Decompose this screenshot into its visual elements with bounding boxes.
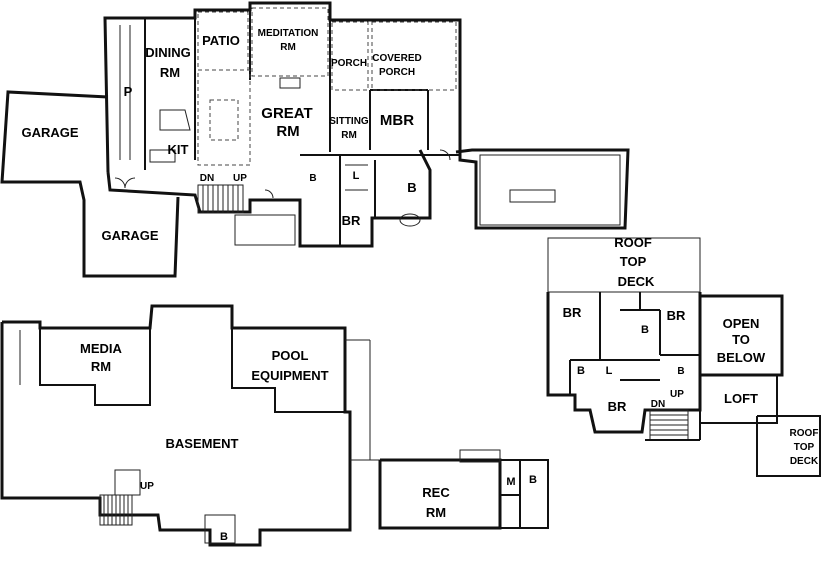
- media-room-label-2: RM: [91, 359, 111, 374]
- basement-stairs-up-label: UP: [140, 481, 154, 492]
- upper-stairs: [649, 409, 689, 441]
- main-bedroom-label: BR: [342, 213, 361, 228]
- meditation-room-label-1: MEDITATION: [258, 28, 319, 39]
- roof-deck-label-3: DECK: [618, 274, 655, 289]
- basement-label: BASEMENT: [166, 436, 239, 451]
- meditation-room-label-2: RM: [280, 42, 296, 53]
- great-room-label-2: RM: [276, 123, 299, 140]
- rec-room-label-1: REC: [422, 485, 450, 500]
- master-bedroom-label: MBR: [380, 112, 414, 129]
- open-to-below-label-1: OPEN: [723, 316, 760, 331]
- main-stairs-down-label: DN: [200, 173, 214, 184]
- upper-bath-c-label: B: [677, 366, 684, 377]
- main-stairs-up-label: UP: [233, 173, 247, 184]
- roof-deck-label-1: ROOF: [614, 235, 652, 250]
- upper-bedroom-bottom-label: BR: [608, 399, 627, 414]
- covered-porch-label-1: COVERED: [372, 53, 421, 64]
- pool-equipment-wall: [231, 328, 345, 413]
- pantry-label: P: [124, 84, 133, 99]
- media-room-wall: [39, 328, 151, 406]
- roof-deck-label-2: TOP: [620, 254, 647, 269]
- dining-room-label-2: RM: [160, 65, 180, 80]
- loft-label: LOFT: [724, 391, 758, 406]
- open-to-below-label-3: BELOW: [717, 350, 766, 365]
- basement-bath-label: B: [220, 531, 228, 543]
- kitchen-label: KIT: [168, 142, 189, 157]
- upper-floor-plan: ROOF TOP DECK BR BR BR B B B L OPEN TO B…: [546, 235, 821, 477]
- basement-outer-wall: [0, 304, 352, 547]
- upper-stairs-down-label: DN: [651, 399, 665, 410]
- sitting-room-label-1: SITTING: [329, 116, 369, 127]
- upper-bath-b-label: B: [577, 365, 585, 377]
- sitting-room-label-2: RM: [341, 130, 357, 141]
- roof-deck-small-label-3: DECK: [790, 456, 819, 467]
- garage-bottom-label: GARAGE: [101, 228, 158, 243]
- main-floor-plan: GARAGE GARAGE DINING RM PATIO MEDITATION…: [0, 1, 630, 278]
- roof-deck-small-label-2: TOP: [794, 442, 815, 453]
- porch-label: PORCH: [331, 58, 367, 69]
- garage-left-wall: [0, 90, 180, 278]
- dining-room-label-1: DINING: [145, 45, 191, 60]
- upper-bedroom-right-label: BR: [667, 308, 686, 323]
- upper-laundry-label: L: [606, 365, 613, 377]
- great-room-label-1: GREAT: [261, 105, 312, 122]
- mechanical-room-label: M: [506, 476, 515, 488]
- roof-deck-small-label-1: ROOF: [790, 428, 819, 439]
- main-floor-outer-wall: [103, 1, 630, 230]
- rec-bath-label: B: [529, 474, 537, 486]
- garage-left-label: GARAGE: [21, 125, 78, 140]
- main-bath-small-label: B: [309, 173, 316, 184]
- main-laundry-label: L: [353, 170, 360, 182]
- patio-label: PATIO: [202, 33, 240, 48]
- open-to-below-label-2: TO: [732, 332, 750, 347]
- pool-equipment-label-2: EQUIPMENT: [251, 368, 328, 383]
- basement-stairs: [99, 469, 141, 526]
- loft-wall: [700, 374, 778, 424]
- upper-stairs-up-label: UP: [670, 389, 684, 400]
- upper-bath-a-label: B: [641, 324, 649, 336]
- covered-porch-label-2: PORCH: [379, 67, 415, 78]
- upper-bedroom-left-label: BR: [563, 305, 582, 320]
- master-bath-label: B: [407, 180, 416, 195]
- main-floor-south-wall: [106, 149, 432, 248]
- media-room-label-1: MEDIA: [80, 341, 123, 356]
- main-stairs: [197, 184, 244, 214]
- rec-room-label-2: RM: [426, 505, 446, 520]
- pool-equipment-label-1: POOL: [272, 348, 309, 363]
- basement-plan: MEDIA RM POOL EQUIPMENT BASEMENT UP B RE…: [0, 304, 549, 547]
